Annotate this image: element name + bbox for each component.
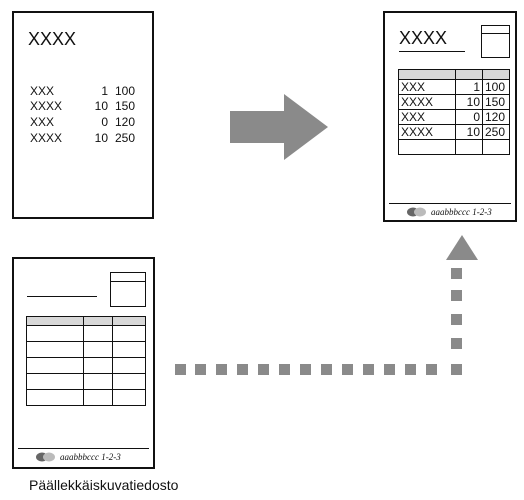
dot-square: [258, 364, 269, 375]
result-cell-qty: 10: [455, 94, 483, 110]
table-row: XXX 1 100: [398, 79, 510, 95]
dot-square: [300, 364, 311, 375]
overlay-footer-divider: [18, 448, 149, 449]
overlay-table: [26, 316, 146, 406]
dot-square: [451, 338, 462, 349]
table-row: XXX 0 120: [398, 109, 510, 125]
plain-row-name: XXX: [30, 84, 55, 98]
plain-row-qty: 0: [101, 115, 108, 129]
dot-square: [237, 364, 248, 375]
overlay-title-line: [27, 296, 97, 297]
overlay-document: aaabbbccc 1-2-3: [12, 257, 155, 469]
result-table: XXX 1 100 XXXX 10 150 XXX 0 120 XXXX 10 …: [398, 69, 510, 155]
dot-square: [451, 314, 462, 325]
plain-row-name: XXXX: [30, 131, 63, 145]
plain-row-name: XXXX: [30, 99, 63, 113]
dot-square: [451, 364, 462, 375]
result-cell-name: XXX: [398, 109, 456, 125]
overlay-table-header-row: [26, 316, 146, 326]
result-header-box: [481, 25, 510, 58]
result-document-title: XXXX: [399, 28, 448, 48]
result-table-header-row: [398, 69, 510, 80]
table-row: [26, 389, 146, 406]
result-cell-value: 150: [482, 94, 510, 110]
dot-square: [195, 364, 206, 375]
plain-document: XXXX XXX 1 100 XXXX 10 150 XXX 0 120 XXX…: [12, 11, 154, 219]
result-title-underline: [399, 51, 465, 52]
plain-row-qty: 10: [94, 131, 108, 145]
result-cell-qty: 10: [455, 124, 483, 140]
dot-square: [342, 364, 353, 375]
result-cell-value: 250: [482, 124, 510, 140]
plain-row-qty: 1: [101, 84, 108, 98]
dot-square: [216, 364, 227, 375]
result-cell-value: 100: [482, 79, 510, 95]
result-document: XXXX XXX 1 100 XXXX 10 150 XXX 0 120 XXX…: [383, 11, 517, 222]
plain-row-value: 120: [115, 115, 136, 129]
table-row: [26, 373, 146, 390]
dot-square: [384, 364, 395, 375]
plain-row-value: 100: [115, 84, 136, 98]
overlay-footer: aaabbbccc 1-2-3: [36, 452, 121, 462]
dot-square: [405, 364, 416, 375]
plain-row-value: 150: [115, 99, 136, 113]
up-arrow-icon: [446, 235, 478, 260]
result-cell-name: XXXX: [398, 94, 456, 110]
result-footer-text: aaabbbccc 1-2-3: [431, 207, 492, 217]
plain-row-name: XXX: [30, 115, 55, 129]
toggle-icon: [36, 452, 55, 462]
dot-square: [363, 364, 374, 375]
overlay-footer-text: aaabbbccc 1-2-3: [60, 452, 121, 462]
dot-square: [451, 290, 462, 301]
table-row: XXXX 10 150: [398, 94, 510, 110]
plain-document-title: XXXX: [28, 29, 77, 49]
table-row: XXXX 10 250: [398, 124, 510, 140]
plain-row-qty: 10: [94, 99, 108, 113]
toggle-icon: [407, 207, 426, 217]
dot-square: [426, 364, 437, 375]
result-footer: aaabbbccc 1-2-3: [407, 207, 492, 217]
table-row: [398, 139, 510, 155]
plain-row-value: 250: [115, 131, 136, 145]
result-cell-qty: 1: [455, 79, 483, 95]
dot-square: [321, 364, 332, 375]
result-cell-qty: 0: [455, 109, 483, 125]
overlay-caption: Päällekkäiskuvatiedosto: [29, 477, 179, 493]
table-row: [26, 357, 146, 374]
overlay-header-box: [110, 272, 146, 307]
result-cell-name: XXXX: [398, 124, 456, 140]
right-arrow-icon: [230, 94, 328, 160]
result-footer-divider: [389, 203, 511, 204]
table-row: [26, 341, 146, 358]
result-cell-name: XXX: [398, 79, 456, 95]
dot-square: [451, 268, 462, 279]
dot-square: [279, 364, 290, 375]
table-row: [26, 325, 146, 342]
dot-square: [175, 364, 186, 375]
result-cell-value: 120: [482, 109, 510, 125]
